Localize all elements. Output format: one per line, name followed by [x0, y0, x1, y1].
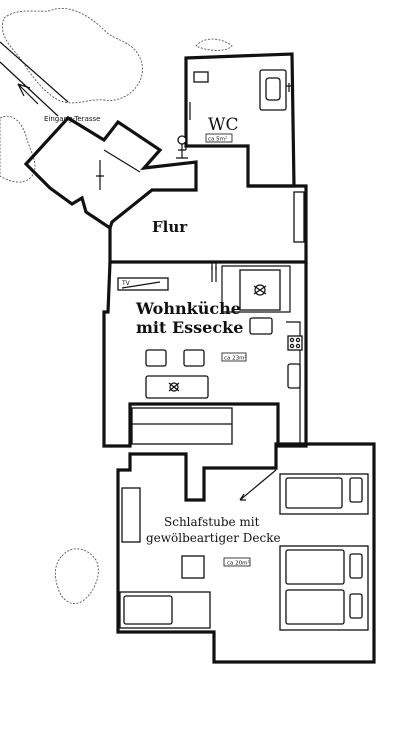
wc-area: ca 5m²: [208, 136, 227, 143]
kitchen-furniture: [117, 269, 303, 445]
schlafstube-area: ca 20m²: [227, 560, 250, 567]
entrance-path: [0, 41, 69, 117]
door-marks: [211, 262, 246, 501]
entrance-terrace-walls: [23, 115, 198, 231]
schlafstube-name-line1: Schlafstube mit: [164, 515, 260, 529]
wc-furniture: [96, 69, 305, 243]
bedroom-furniture: [119, 473, 369, 631]
wohnkueche-area: ca 23m²: [224, 355, 247, 362]
inner-walls: [103, 102, 301, 501]
wohnkueche-name-line2: mit Essecke: [136, 318, 243, 337]
flur-room-name: Flur: [152, 218, 188, 236]
wc-room-name: WC: [208, 115, 238, 135]
wohnkueche-walls: [102, 261, 308, 448]
entrance-label: Eingang-Terasse: [44, 115, 100, 123]
wohnkueche-name-line1: Wohnküche: [135, 299, 241, 318]
tv-label: TV: [121, 280, 131, 287]
flur-walls: [108, 184, 308, 264]
schlafstube-name-line2: gewölbeartiger Decke: [146, 531, 281, 545]
